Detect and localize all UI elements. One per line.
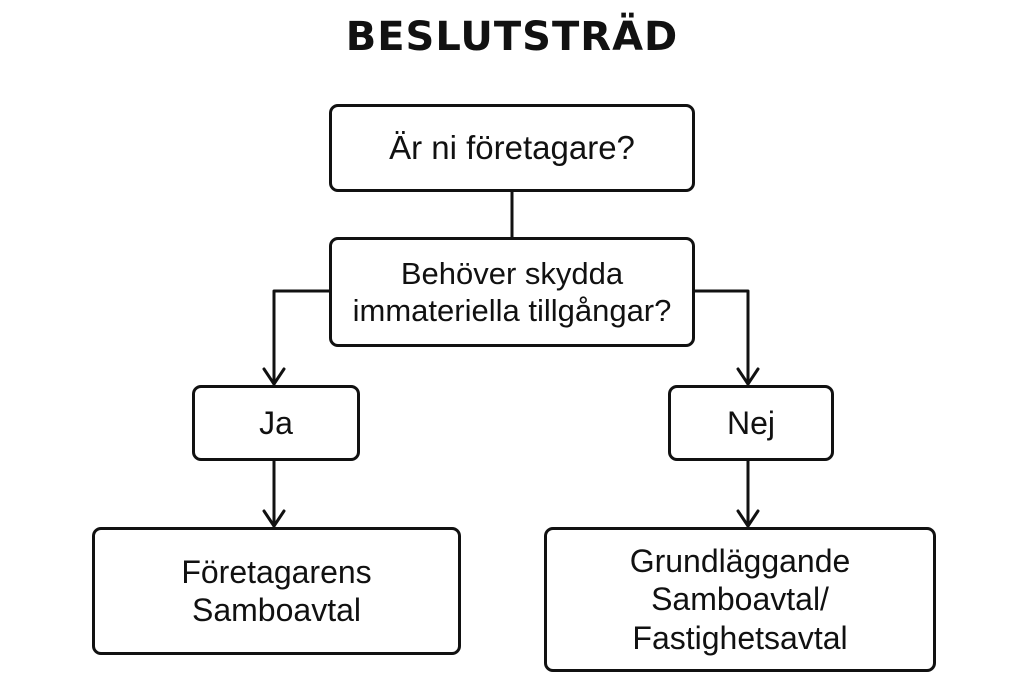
connector-q2-to-ja [272,289,331,386]
result-node-basic-agreement: Grundläggande Samboavtal/ Fastighetsavta… [544,527,936,672]
diagram-title: BESLUTSTRÄD [345,14,679,60]
answer-no-label: Nej [726,404,775,441]
connector-q2-to-nej [693,289,750,386]
question-entrepreneur-label: Är ni företagare? [389,129,635,167]
question-node-ip-protection: Behöver skydda immateriella tillgångar? [329,237,695,347]
arrowhead-result-nej [736,509,760,528]
arrowhead-nej [736,367,760,386]
result-basic-agreement-label: Grundläggande Samboavtal/ Fastighetsavta… [629,542,851,656]
answer-node-no: Nej [668,385,834,461]
answer-node-yes: Ja [192,385,360,461]
answer-yes-label: Ja [259,404,293,441]
result-entrepreneur-agreement-label: Företagarens Samboavtal [181,553,372,628]
question-node-entrepreneur: Är ni företagare? [329,104,695,192]
arrowhead-ja [262,367,286,386]
result-node-entrepreneur-agreement: Företagarens Samboavtal [92,527,461,655]
arrowhead-result-ja [262,509,286,528]
question-ip-protection-label: Behöver skydda immateriella tillgångar? [352,255,672,328]
